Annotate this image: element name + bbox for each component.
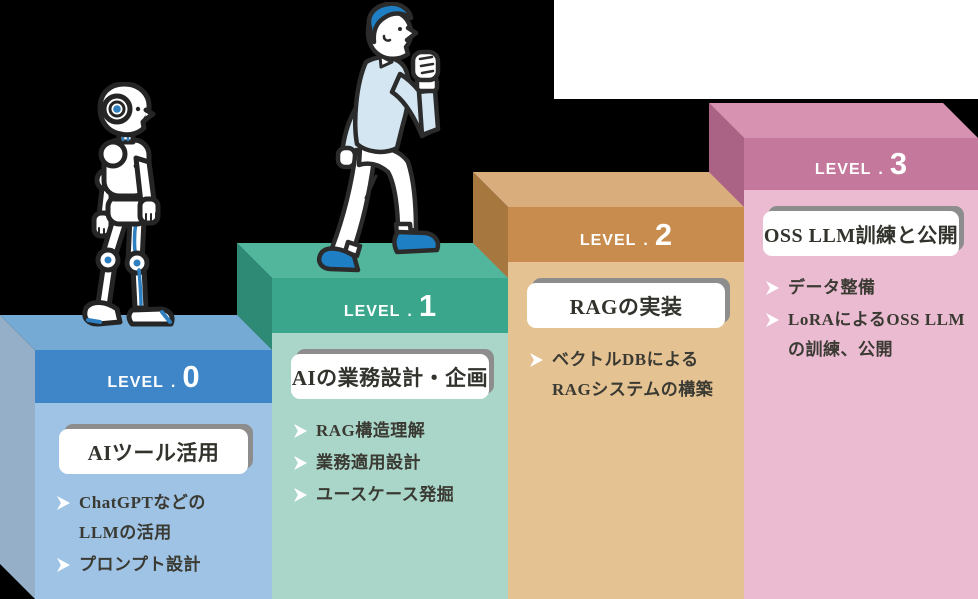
blank-top-panel bbox=[554, 0, 978, 99]
step1-left-face bbox=[237, 243, 272, 599]
level-word: LEVEL bbox=[343, 303, 401, 320]
list-item: RAG構造理解 bbox=[294, 416, 498, 446]
step2-items: ベクトルDBによる RAGシステムの構築 bbox=[530, 345, 734, 405]
level-separator: . bbox=[170, 374, 176, 391]
step1-front-face: LEVEL . 1 AIの業務設計・企画 RAG構造理解 業務適用設計 bbox=[272, 278, 508, 599]
level-separator: . bbox=[878, 161, 883, 178]
step3-title-badge: OSS LLM訓練と公開 bbox=[763, 211, 959, 256]
level-separator: . bbox=[407, 303, 412, 320]
step1-items: RAG構造理解 業務適用設計 ユースケース発掘 bbox=[294, 416, 498, 510]
level-separator: . bbox=[643, 232, 648, 249]
step3-title: OSS LLM訓練と公開 bbox=[763, 225, 959, 247]
level-word: LEVEL bbox=[814, 161, 872, 178]
list-item: ユースケース発掘 bbox=[294, 480, 498, 510]
step3-items: データ整備 LoRAによるOSS LLM の訓練、公開 bbox=[766, 273, 968, 365]
step2-title-badge: RAGの実装 bbox=[527, 283, 725, 328]
item-line: データ整備 bbox=[788, 278, 876, 297]
step0-front-face: LEVEL . 0 AIツール活用 ChatGPTなどの LLMの活用 bbox=[35, 350, 272, 599]
arrow-icon bbox=[294, 424, 307, 438]
robot-illustration bbox=[82, 82, 175, 327]
item-line: RAG構造理解 bbox=[316, 421, 426, 440]
step2-left-face bbox=[473, 172, 508, 599]
step3-level-header: LEVEL . 3 bbox=[744, 138, 978, 190]
step2-top-face bbox=[473, 172, 744, 207]
level-number: 2 bbox=[654, 217, 673, 252]
item-line: LLMの活用 bbox=[79, 523, 172, 542]
arrow-icon bbox=[766, 313, 779, 327]
list-item: データ整備 bbox=[766, 273, 968, 303]
item-line: ベクトルDBによる bbox=[552, 350, 699, 369]
step3-top-face bbox=[709, 103, 978, 138]
item-line: ユースケース発掘 bbox=[316, 485, 455, 504]
level-number: 1 bbox=[418, 288, 437, 323]
list-item: ChatGPTなどの LLMの活用 bbox=[57, 488, 262, 548]
list-item: ベクトルDBによる RAGシステムの構築 bbox=[530, 345, 734, 405]
level-number: 3 bbox=[889, 146, 908, 181]
step2-title: RAGの実装 bbox=[569, 294, 683, 319]
step0-items: ChatGPTなどの LLMの活用 プロンプト設計 bbox=[57, 488, 262, 580]
list-item: LoRAによるOSS LLM の訓練、公開 bbox=[766, 305, 968, 365]
item-line: LoRAによるOSS LLM bbox=[788, 310, 965, 329]
step0-left-face bbox=[0, 315, 35, 599]
arrow-icon bbox=[530, 353, 543, 367]
arrow-icon bbox=[57, 496, 70, 510]
step2-front-face: LEVEL . 2 RAGの実装 ベクトルDBによる RAGシステムの構築 bbox=[508, 207, 744, 599]
step3-front-face: LEVEL . 3 OSS LLM訓練と公開 データ整備 bbox=[744, 138, 978, 599]
arrow-icon bbox=[57, 558, 70, 572]
level-word: LEVEL bbox=[579, 232, 637, 249]
step0-title: AIツール活用 bbox=[87, 440, 220, 465]
step0-title-badge: AIツール活用 bbox=[59, 429, 248, 474]
step1-level-header: LEVEL . 1 bbox=[272, 278, 508, 333]
item-line: の訓練、公開 bbox=[788, 340, 893, 359]
list-item: プロンプト設計 bbox=[57, 550, 262, 580]
arrow-icon bbox=[766, 281, 779, 295]
step3-left-face bbox=[709, 103, 744, 599]
step1-title: AIの業務設計・企画 bbox=[291, 365, 489, 390]
step2-level-header: LEVEL . 2 bbox=[508, 207, 744, 262]
item-line: プロンプト設計 bbox=[79, 555, 201, 574]
person-illustration bbox=[317, 2, 441, 273]
step1-title-badge: AIの業務設計・企画 bbox=[291, 354, 489, 399]
item-line: 業務適用設計 bbox=[316, 453, 421, 472]
arrow-icon bbox=[294, 456, 307, 470]
list-item: 業務適用設計 bbox=[294, 448, 498, 478]
item-line: RAGシステムの構築 bbox=[552, 380, 714, 399]
level-word: LEVEL bbox=[107, 374, 164, 391]
arrow-icon bbox=[294, 488, 307, 502]
item-line: ChatGPTなどの bbox=[79, 493, 206, 512]
